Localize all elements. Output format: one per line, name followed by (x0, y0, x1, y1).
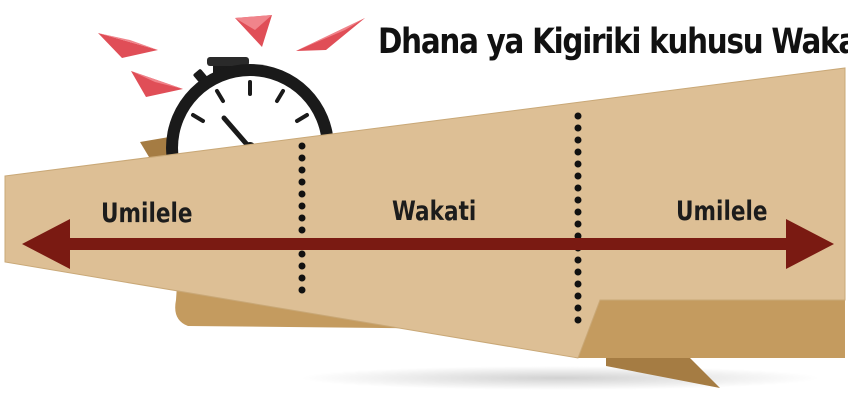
timeline-banner (4, 67, 846, 359)
double-arrow-icon (22, 219, 834, 269)
page-title: Dhana ya Kigiriki kuhusu Wakati (378, 22, 848, 62)
label-eternity-left: Umilele (101, 198, 193, 229)
alarm-burst-icon (98, 15, 365, 97)
label-time: Wakati (392, 196, 477, 227)
floor-shadow (300, 366, 820, 390)
label-eternity-right: Umilele (676, 196, 768, 227)
